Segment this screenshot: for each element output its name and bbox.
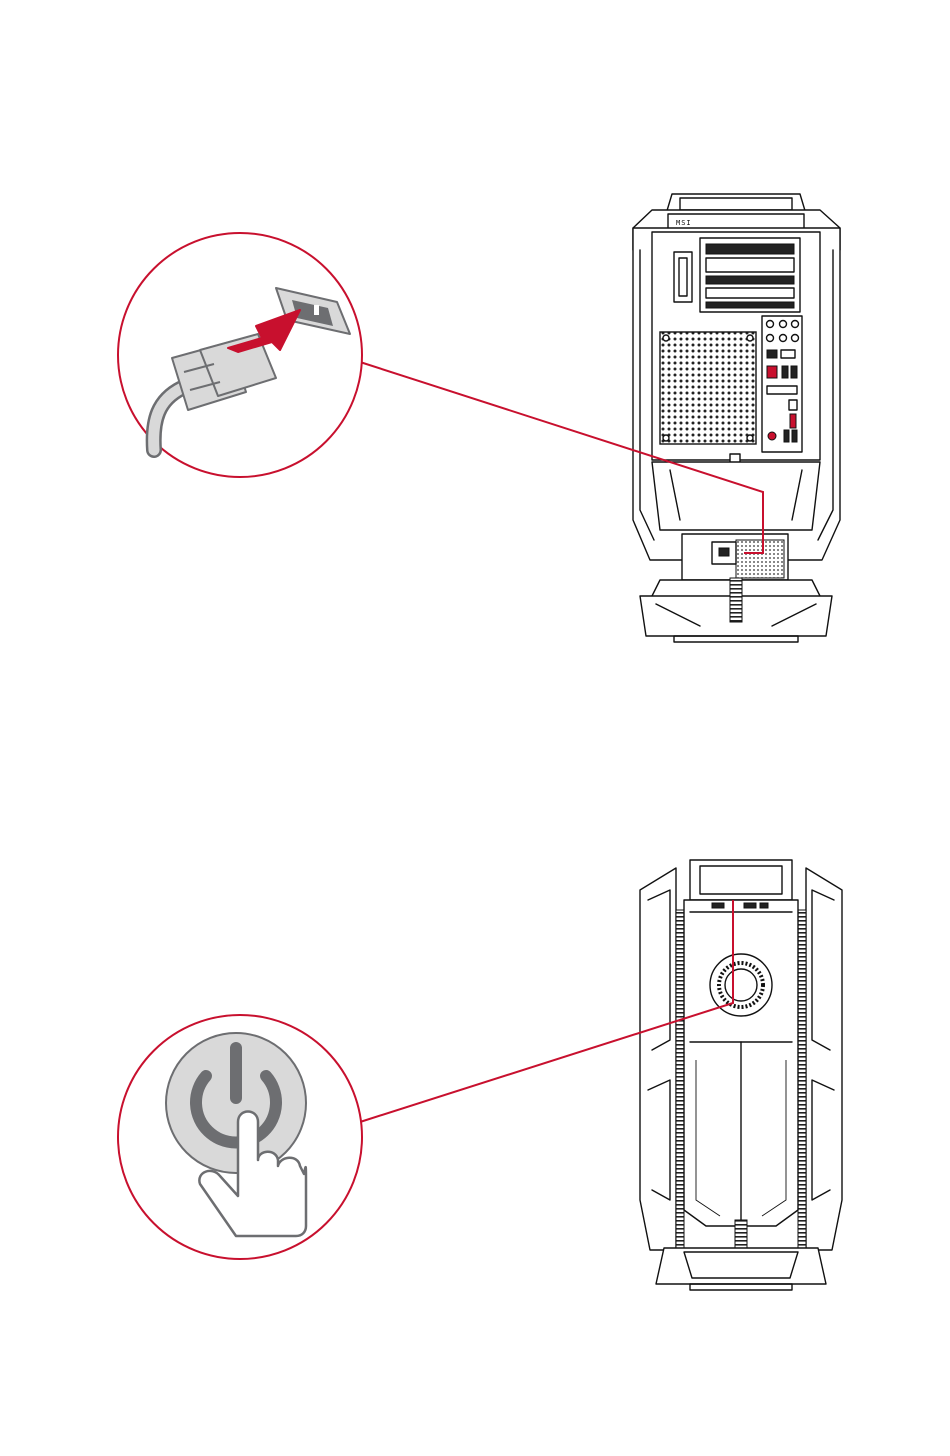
pc-case-rear-view: MSI — [633, 194, 840, 642]
pc-case-front-view — [640, 860, 842, 1290]
case-top-label: MSI — [676, 219, 692, 227]
rear-fan-grille — [660, 332, 756, 444]
rear-io-panel — [762, 316, 802, 452]
